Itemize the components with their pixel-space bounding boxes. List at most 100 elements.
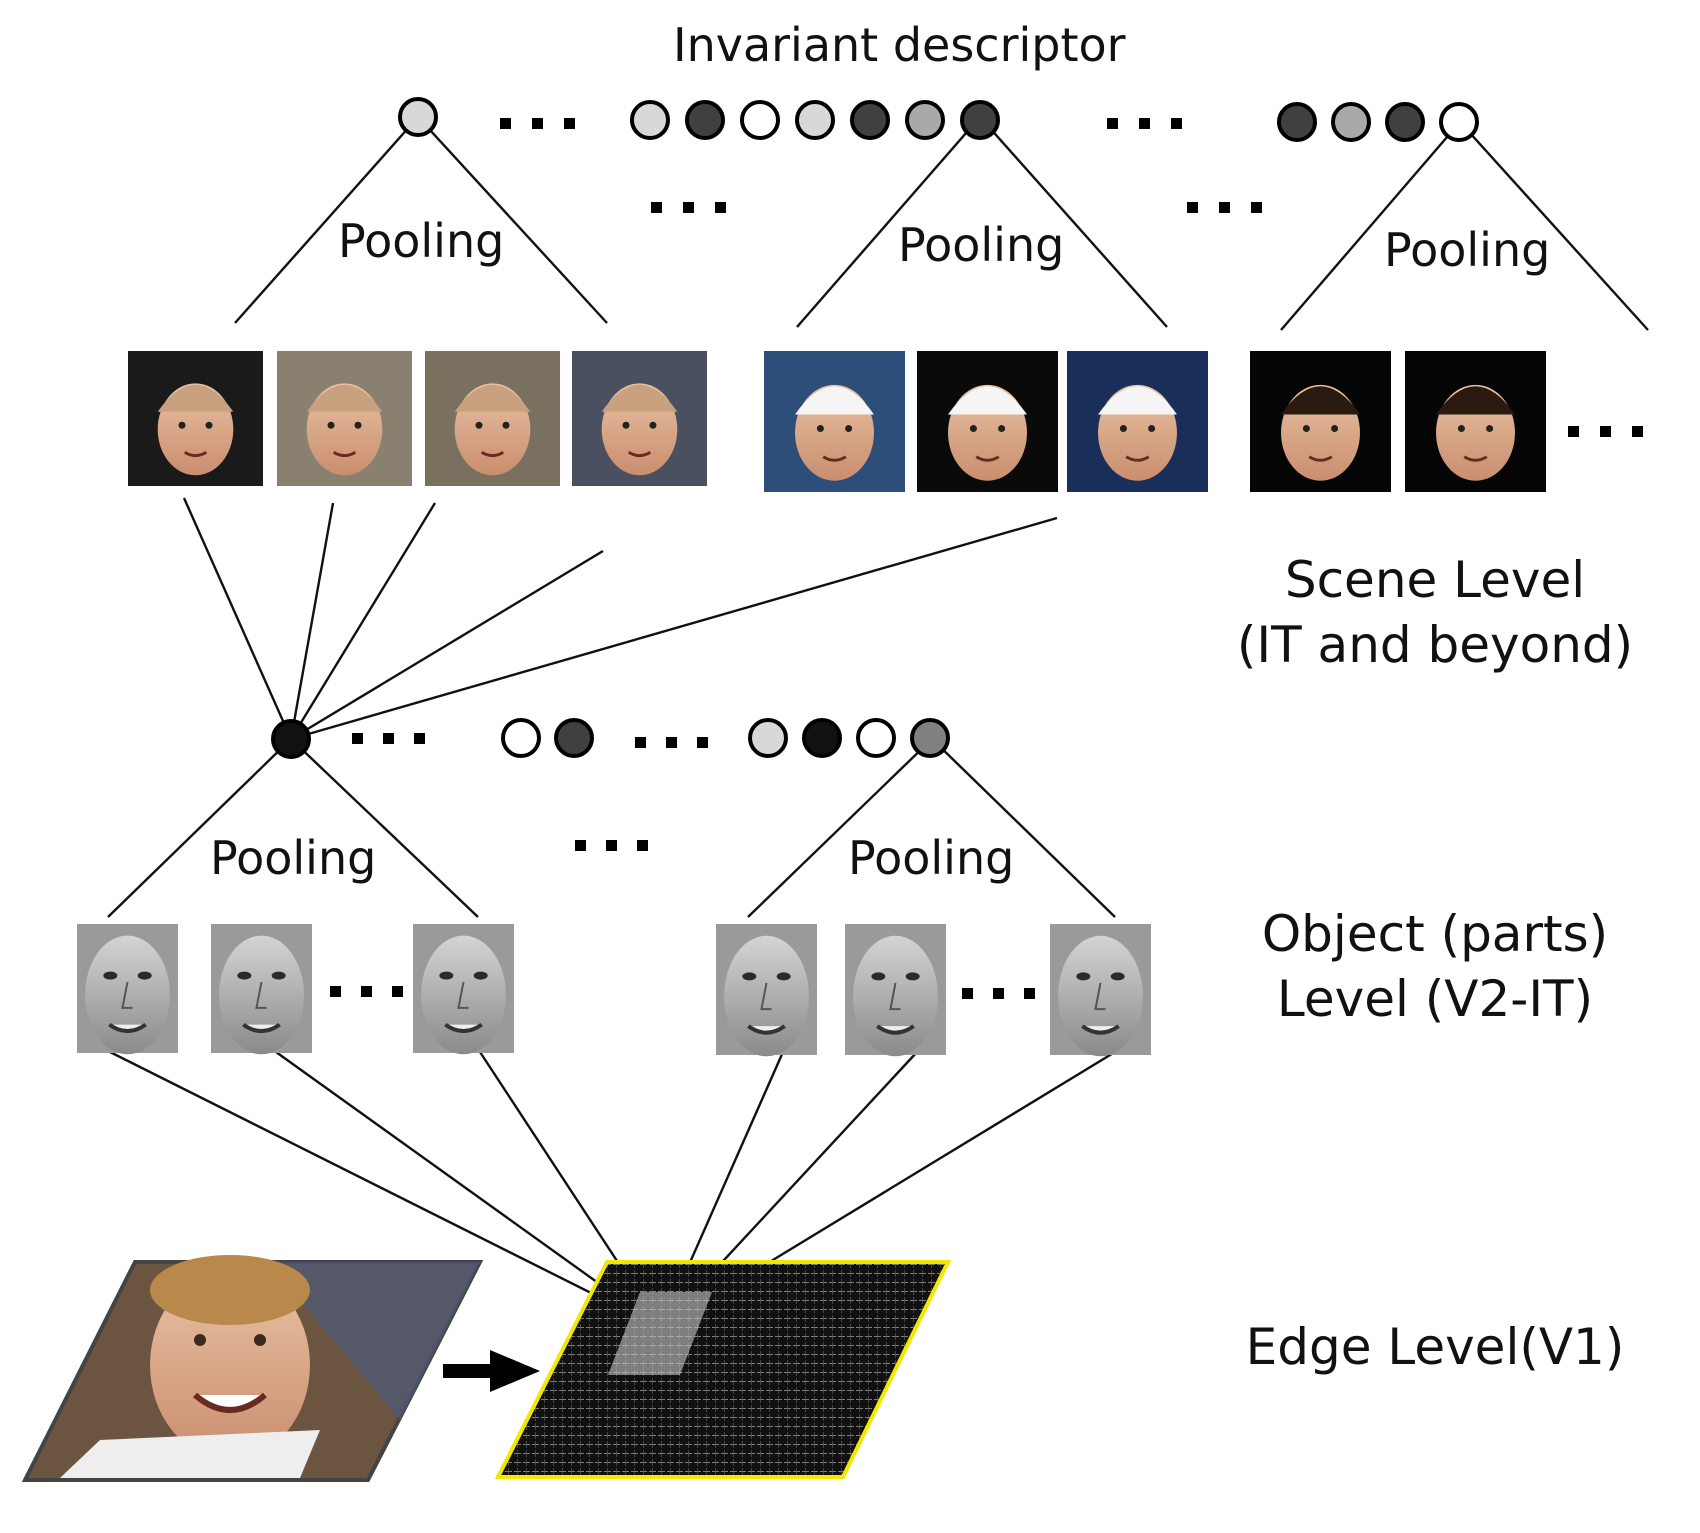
ellipsis-dots: [361, 986, 372, 997]
ellipsis-dots: [383, 733, 394, 744]
face-eye: [998, 425, 1006, 433]
face-eye: [649, 421, 657, 429]
ellipsis-dots: [637, 840, 648, 851]
scene-thumbnail-person3: [1405, 351, 1546, 492]
right-arrow-head: [490, 1350, 540, 1392]
ellipsis-dots: [651, 202, 662, 213]
connection-line: [796, 116, 981, 328]
face-mouth: [1081, 1024, 1120, 1035]
face-eye: [1486, 425, 1494, 433]
face-hair: [948, 386, 1027, 415]
scene-thumbnail-person1: [572, 351, 707, 486]
object-thumbnail-person1: [413, 924, 514, 1055]
pooling-label-top-right: Pooling: [1384, 223, 1551, 277]
scene-thumbnail-person3: [1250, 351, 1391, 492]
ellipsis-dots: [330, 986, 341, 997]
ellipsis-dots: [564, 118, 575, 129]
face-eye: [905, 972, 920, 981]
face-skin: [219, 935, 304, 1055]
descriptor-node-top-middle: [960, 100, 1000, 140]
face-eye: [271, 971, 286, 980]
scene-thumbnail-person1: [277, 351, 412, 486]
face-eye: [1302, 425, 1310, 433]
face-hair: [1098, 386, 1177, 415]
connection-line: [417, 116, 608, 324]
pooling-label-mid-right: Pooling: [848, 831, 1015, 885]
connection-line: [1459, 121, 1649, 331]
object-level-label: Object (parts) Level (V2-IT): [1215, 902, 1655, 1032]
connection-line: [107, 738, 292, 918]
scene-thumbnail-person2: [1067, 351, 1208, 492]
invariant-descriptor-title: Invariant descriptor: [673, 18, 1126, 72]
face-eye: [205, 421, 213, 429]
ellipsis-dots: [1632, 426, 1643, 437]
face-eye: [776, 972, 791, 981]
connection-line: [290, 738, 479, 918]
face-hair: [157, 384, 234, 412]
face-eye: [1076, 972, 1091, 981]
face-eye: [816, 425, 824, 433]
ellipsis-dots: [1600, 426, 1611, 437]
face-mouth: [975, 455, 1000, 462]
input-face-eye: [254, 1334, 266, 1346]
ellipsis-dots: [1024, 988, 1035, 999]
scene-thumbnail-person1: [425, 351, 560, 486]
ellipsis-layer: [330, 118, 1643, 999]
face-mouth: [747, 1024, 786, 1035]
face-eye: [327, 421, 335, 429]
ellipsis-dots: [352, 733, 363, 744]
face-skin: [853, 935, 938, 1057]
ellipsis-dots: [414, 733, 425, 744]
ellipsis-dots: [697, 737, 708, 748]
ellipsis-dots: [1251, 202, 1262, 213]
face-skin: [421, 935, 506, 1055]
face-hair: [1436, 386, 1515, 415]
face-nose: [1094, 982, 1106, 1011]
object-thumbnail-person1: [211, 924, 312, 1055]
ellipsis-dots: [1187, 202, 1198, 213]
ellipsis-dots: [1219, 202, 1230, 213]
face-nose: [121, 981, 133, 1009]
face-mouth: [108, 1022, 147, 1034]
descriptor-node-top-right: [1385, 102, 1425, 142]
ellipsis-dots: [962, 988, 973, 999]
object-level-line2: Level (V2-IT): [1276, 970, 1594, 1028]
face-mouth: [183, 450, 208, 458]
face-eye: [439, 971, 454, 980]
connection-line: [289, 502, 437, 740]
pooling-label-mid-left: Pooling: [210, 831, 377, 885]
descriptor-node-top-left: [398, 97, 438, 137]
face-eye: [1331, 425, 1339, 433]
ellipsis-dots: [683, 202, 694, 213]
object-thumbnail-person2: [1050, 924, 1151, 1057]
input-face-mouth: [193, 1392, 267, 1413]
node-layer: [271, 97, 1479, 759]
connection-line: [234, 116, 419, 324]
face-hair: [454, 384, 531, 412]
object-level-line1: Object (parts): [1261, 905, 1609, 963]
descriptor-node-top-middle: [850, 100, 890, 140]
object-thumbnail-person1: [77, 924, 178, 1055]
face-nose: [760, 982, 772, 1011]
descriptor-node-top-middle: [685, 100, 725, 140]
face-skin: [1058, 935, 1143, 1057]
face-mouth: [1125, 455, 1150, 462]
descriptor-node-top-middle: [905, 100, 945, 140]
connection-lines: [107, 116, 1649, 1330]
object-node-mid-right: [748, 718, 788, 758]
face-eye: [871, 972, 886, 981]
face-mouth: [1463, 455, 1488, 462]
face-skin: [85, 935, 170, 1055]
input-photo-background: [250, 1262, 480, 1420]
face-hair: [306, 384, 383, 412]
object-thumbnail-person2: [845, 924, 946, 1057]
input-face-eye: [194, 1334, 206, 1346]
face-eye: [137, 971, 152, 980]
descriptor-node-top-middle: [740, 100, 780, 140]
scene-level-line1: Scene Level: [1284, 551, 1586, 609]
face-mouth: [822, 455, 847, 462]
edge-map: [494, 1260, 952, 1479]
descriptor-node-top-right: [1439, 102, 1479, 142]
face-eye: [502, 421, 510, 429]
face-mouth: [332, 450, 357, 458]
